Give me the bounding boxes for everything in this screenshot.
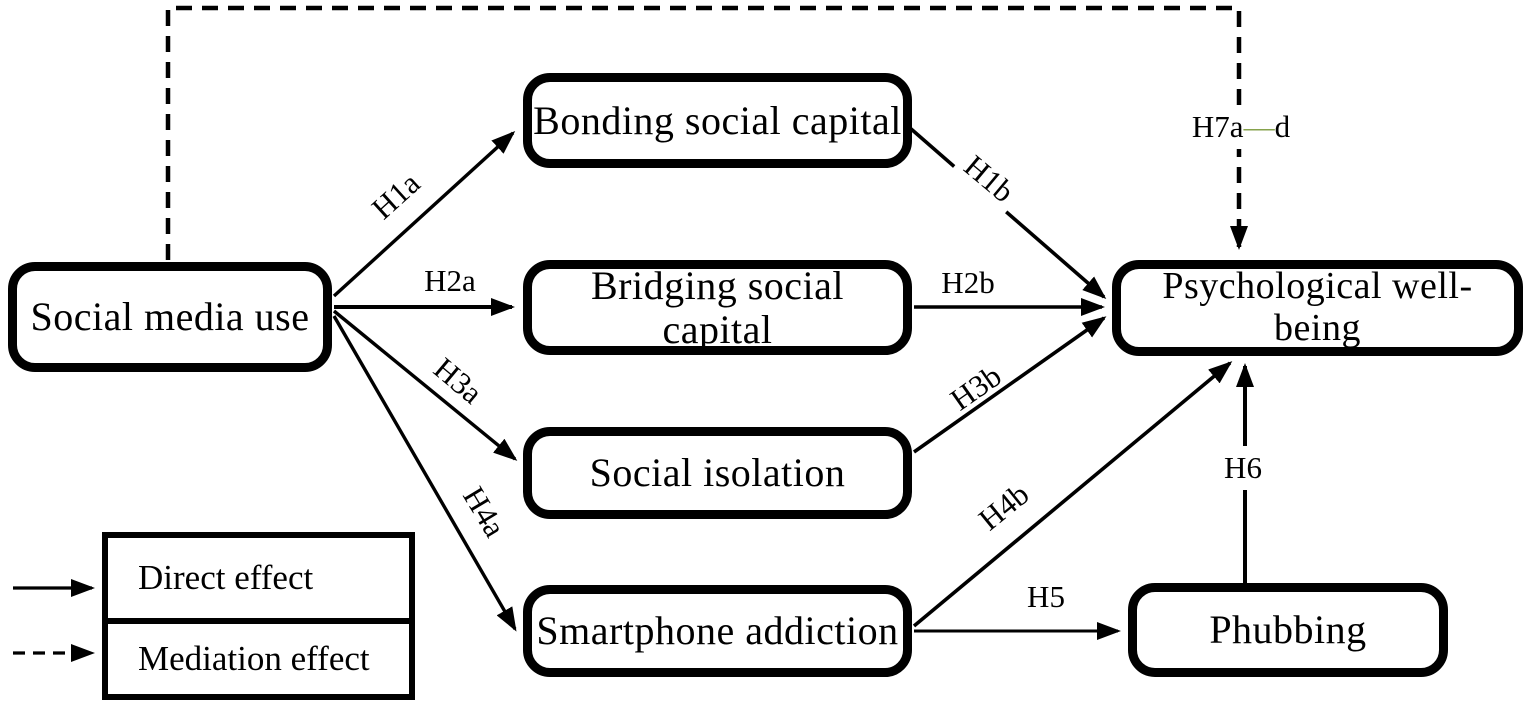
node-smartphone-addiction-label: Smartphone addiction [536,608,899,653]
node-smartphone-addiction: Smartphone addiction [523,585,912,677]
node-social-isolation: Social isolation [523,427,912,519]
edge-h4a-line [332,315,517,632]
node-bridging-social-capital-label: Bridging social capital [590,262,845,352]
edge-label-h2a: H2a [424,263,476,298]
legend-row-mediation: Mediation effect [108,624,409,694]
node-phubbing-label: Phubbing [1209,607,1367,652]
node-social-media-use: Social media use [8,262,332,372]
node-bridging-social-capital: Bridging social capital [523,260,912,355]
edge-h3a-line [332,309,518,461]
edge-h3b-line [912,316,1107,454]
edge-label-h7a-d: H7a—d [1183,105,1299,149]
node-bonding-social-capital: Bonding social capital [523,73,912,168]
edge-h1b-line [908,126,1107,299]
node-bonding-social-capital-label: Bonding social capital [533,97,902,143]
edge-label-h7-prefix: H7a [1191,109,1244,144]
legend-box: Direct effect Mediation effect [102,532,415,700]
edge-label-h7-dash: — [1243,109,1275,144]
node-social-media-use-label: Social media use [30,294,310,339]
edge-h4b-line [912,361,1233,628]
node-psychological-well-being-label: Psychological well-being [1162,265,1473,349]
edge-label-h7-suffix: d [1274,109,1291,144]
legend-direct-label: Direct effect [138,558,314,597]
node-social-isolation-label: Social isolation [589,450,846,495]
legend-mediation-label: Mediation effect [138,639,370,678]
legend-row-direct: Direct effect [108,538,409,624]
edge-h1a-line [332,130,516,298]
node-psychological-well-being: Psychological well-being [1112,260,1523,356]
edge-label-h6: H6 [1216,446,1270,490]
edge-label-h5: H5 [1027,579,1065,614]
edge-label-h2b: H2b [941,265,995,300]
node-phubbing: Phubbing [1128,583,1448,677]
